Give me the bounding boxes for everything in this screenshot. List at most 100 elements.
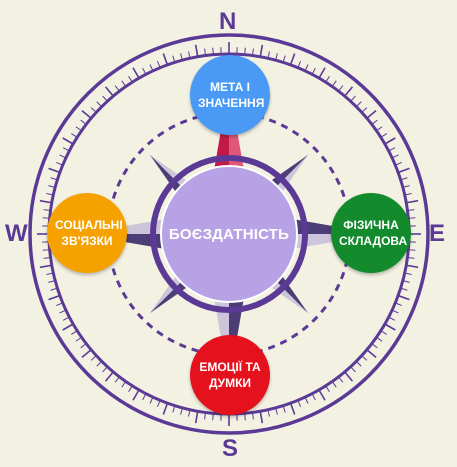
degree-tick: [289, 53, 296, 66]
degree-tick: [90, 107, 97, 113]
degree-tick: [62, 323, 74, 331]
degree-tick: [259, 411, 264, 424]
degree-tick: [350, 95, 356, 102]
degree-tick: [331, 381, 337, 388]
degree-tick: [355, 101, 362, 108]
degree-tick: [48, 167, 61, 174]
degree-tick: [371, 119, 378, 125]
degree-tick: [318, 67, 326, 79]
degree-tick: [162, 53, 169, 66]
outer-ring: [28, 33, 430, 435]
degree-tick: [331, 80, 337, 87]
node-social-connections: СОЦІАЛЬНІ ЗВ'ЯЗКИ: [47, 193, 127, 273]
degree-tick: [96, 101, 103, 108]
degree-tick: [46, 193, 54, 196]
degree-tick: [56, 161, 63, 166]
degree-tick: [121, 80, 127, 87]
degree-tick: [350, 366, 356, 373]
degree-tick: [188, 409, 191, 417]
node-physical-label: ФІЗИЧНА СКЛАДОВА: [339, 217, 408, 248]
degree-tick: [397, 167, 410, 174]
degree-tick: [289, 402, 296, 415]
degree-tick: [376, 126, 383, 132]
degree-tick: [304, 64, 309, 72]
degree-tick: [194, 411, 199, 424]
north-label: N: [219, 8, 237, 35]
degree-tick: [172, 55, 176, 63]
degree-tick: [408, 249, 416, 251]
degree-tick: [251, 48, 254, 56]
degree-tick: [81, 109, 92, 119]
degree-tick: [388, 147, 396, 152]
degree-tick: [75, 126, 82, 132]
center-ring-inner: [160, 165, 298, 303]
degree-tick: [48, 280, 56, 283]
degree-tick: [50, 287, 58, 291]
degree-tick: [404, 272, 412, 275]
degree-tick: [42, 249, 50, 251]
degree-tick: [80, 343, 87, 349]
degree-tick: [194, 44, 199, 57]
degree-tick: [297, 400, 302, 407]
degree-tick: [408, 217, 416, 219]
degree-tick: [282, 55, 286, 63]
node-purpose-and-meaning: МЕТА І ЗНАЧЕННЯ: [190, 55, 270, 135]
degree-tick: [267, 51, 270, 59]
west-label: W: [5, 220, 28, 247]
degree-tick: [355, 360, 362, 367]
degree-tick: [43, 256, 51, 259]
degree-tick: [71, 330, 78, 335]
degree-tick: [59, 154, 67, 159]
center-label: БОЄЗДАТНІСТЬ: [168, 225, 290, 243]
degree-tick: [56, 302, 63, 307]
degree-tick: [244, 47, 246, 55]
degree-tick: [400, 177, 408, 181]
degree-tick: [188, 51, 191, 59]
degree-tick: [380, 330, 387, 335]
degree-tick: [311, 67, 316, 75]
degree-tick: [388, 316, 396, 321]
degree-tick: [96, 360, 103, 367]
degree-ticks: [37, 42, 421, 426]
degree-tick: [338, 85, 344, 92]
degree-tick: [172, 405, 176, 413]
degree-tick: [149, 396, 154, 404]
degree-tick: [121, 381, 127, 388]
center-ring-outer: [150, 155, 308, 313]
degree-tick: [180, 53, 183, 61]
degree-tick: [48, 185, 56, 188]
degree-tick: [366, 109, 377, 119]
degree-tick: [50, 177, 58, 181]
degree-tick: [267, 409, 270, 417]
node-social-label: СОЦІАЛЬНІ ЗВ'ЯЗКИ: [55, 217, 123, 248]
degree-tick: [102, 366, 108, 373]
degree-tick: [102, 95, 108, 102]
degree-tick: [149, 64, 154, 72]
degree-tick: [59, 309, 67, 314]
degree-tick: [391, 309, 399, 314]
south-label: S: [222, 435, 239, 462]
degree-tick: [75, 336, 82, 342]
degree-tick: [204, 48, 207, 56]
degree-tick: [275, 53, 278, 61]
degree-tick: [402, 280, 410, 283]
node-emotions-and-thoughts: ЕМОЦІЇ ТА ДУМКИ: [190, 335, 270, 415]
degree-tick: [204, 412, 207, 420]
degree-tick: [275, 407, 278, 415]
degree-tick: [400, 287, 408, 291]
degree-tick: [251, 412, 254, 420]
degree-tick: [104, 371, 114, 382]
node-emotions-label: ЕМОЦІЇ ТА ДУМКИ: [199, 359, 261, 390]
degree-tick: [128, 385, 133, 392]
degree-tick: [325, 76, 330, 83]
degree-tick: [81, 349, 92, 359]
degree-tick: [39, 199, 52, 204]
degree-tick: [304, 396, 309, 404]
degree-tick: [48, 294, 61, 301]
degree-tick: [297, 61, 302, 68]
degree-tick: [344, 371, 354, 382]
node-physical-component: ФІЗИЧНА СКЛАДОВА: [331, 193, 411, 273]
degree-tick: [142, 393, 147, 401]
degree-tick: [46, 272, 54, 275]
degree-tick: [395, 161, 402, 166]
